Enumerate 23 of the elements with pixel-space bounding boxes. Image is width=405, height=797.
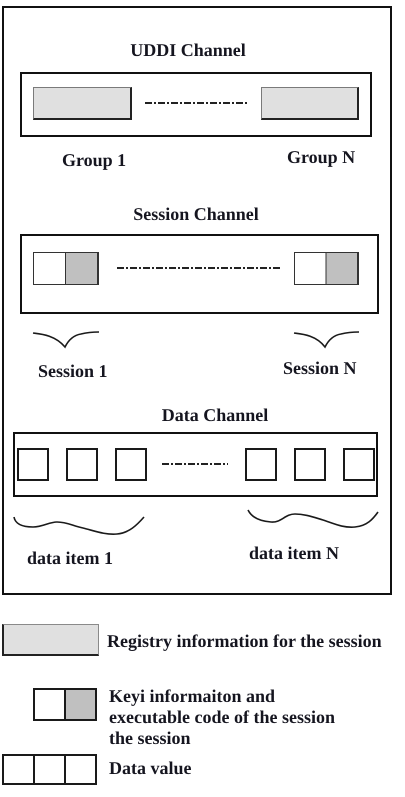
session-label: Session N: [283, 357, 357, 379]
channel-title: UDDI Channel: [130, 39, 246, 61]
data-cell: [115, 448, 147, 481]
data-cell: [245, 448, 277, 481]
data-item-label: data item 1: [27, 547, 113, 569]
legend-text: Data value: [109, 757, 192, 779]
group-block: [33, 87, 132, 120]
data-cell: [343, 448, 375, 481]
outer-frame: [2, 6, 392, 595]
legend-text: Registry information for the session: [107, 630, 382, 652]
data-item-label: data item N: [249, 542, 339, 564]
data-cell: [294, 448, 326, 481]
channel-title: Session Channel: [133, 203, 259, 225]
data-cell: [17, 448, 49, 481]
session-block: [294, 252, 359, 285]
channel-title: Data Channel: [162, 404, 268, 426]
group-block: [261, 87, 359, 120]
session-label: Session 1: [38, 360, 108, 382]
data-cell: [66, 448, 98, 481]
session-block: [33, 252, 99, 285]
group-label: Group 1: [62, 149, 126, 171]
legend-text: Keyi informaiton and executable code of the session the session: [109, 686, 336, 749]
group-label: Group N: [287, 146, 356, 168]
